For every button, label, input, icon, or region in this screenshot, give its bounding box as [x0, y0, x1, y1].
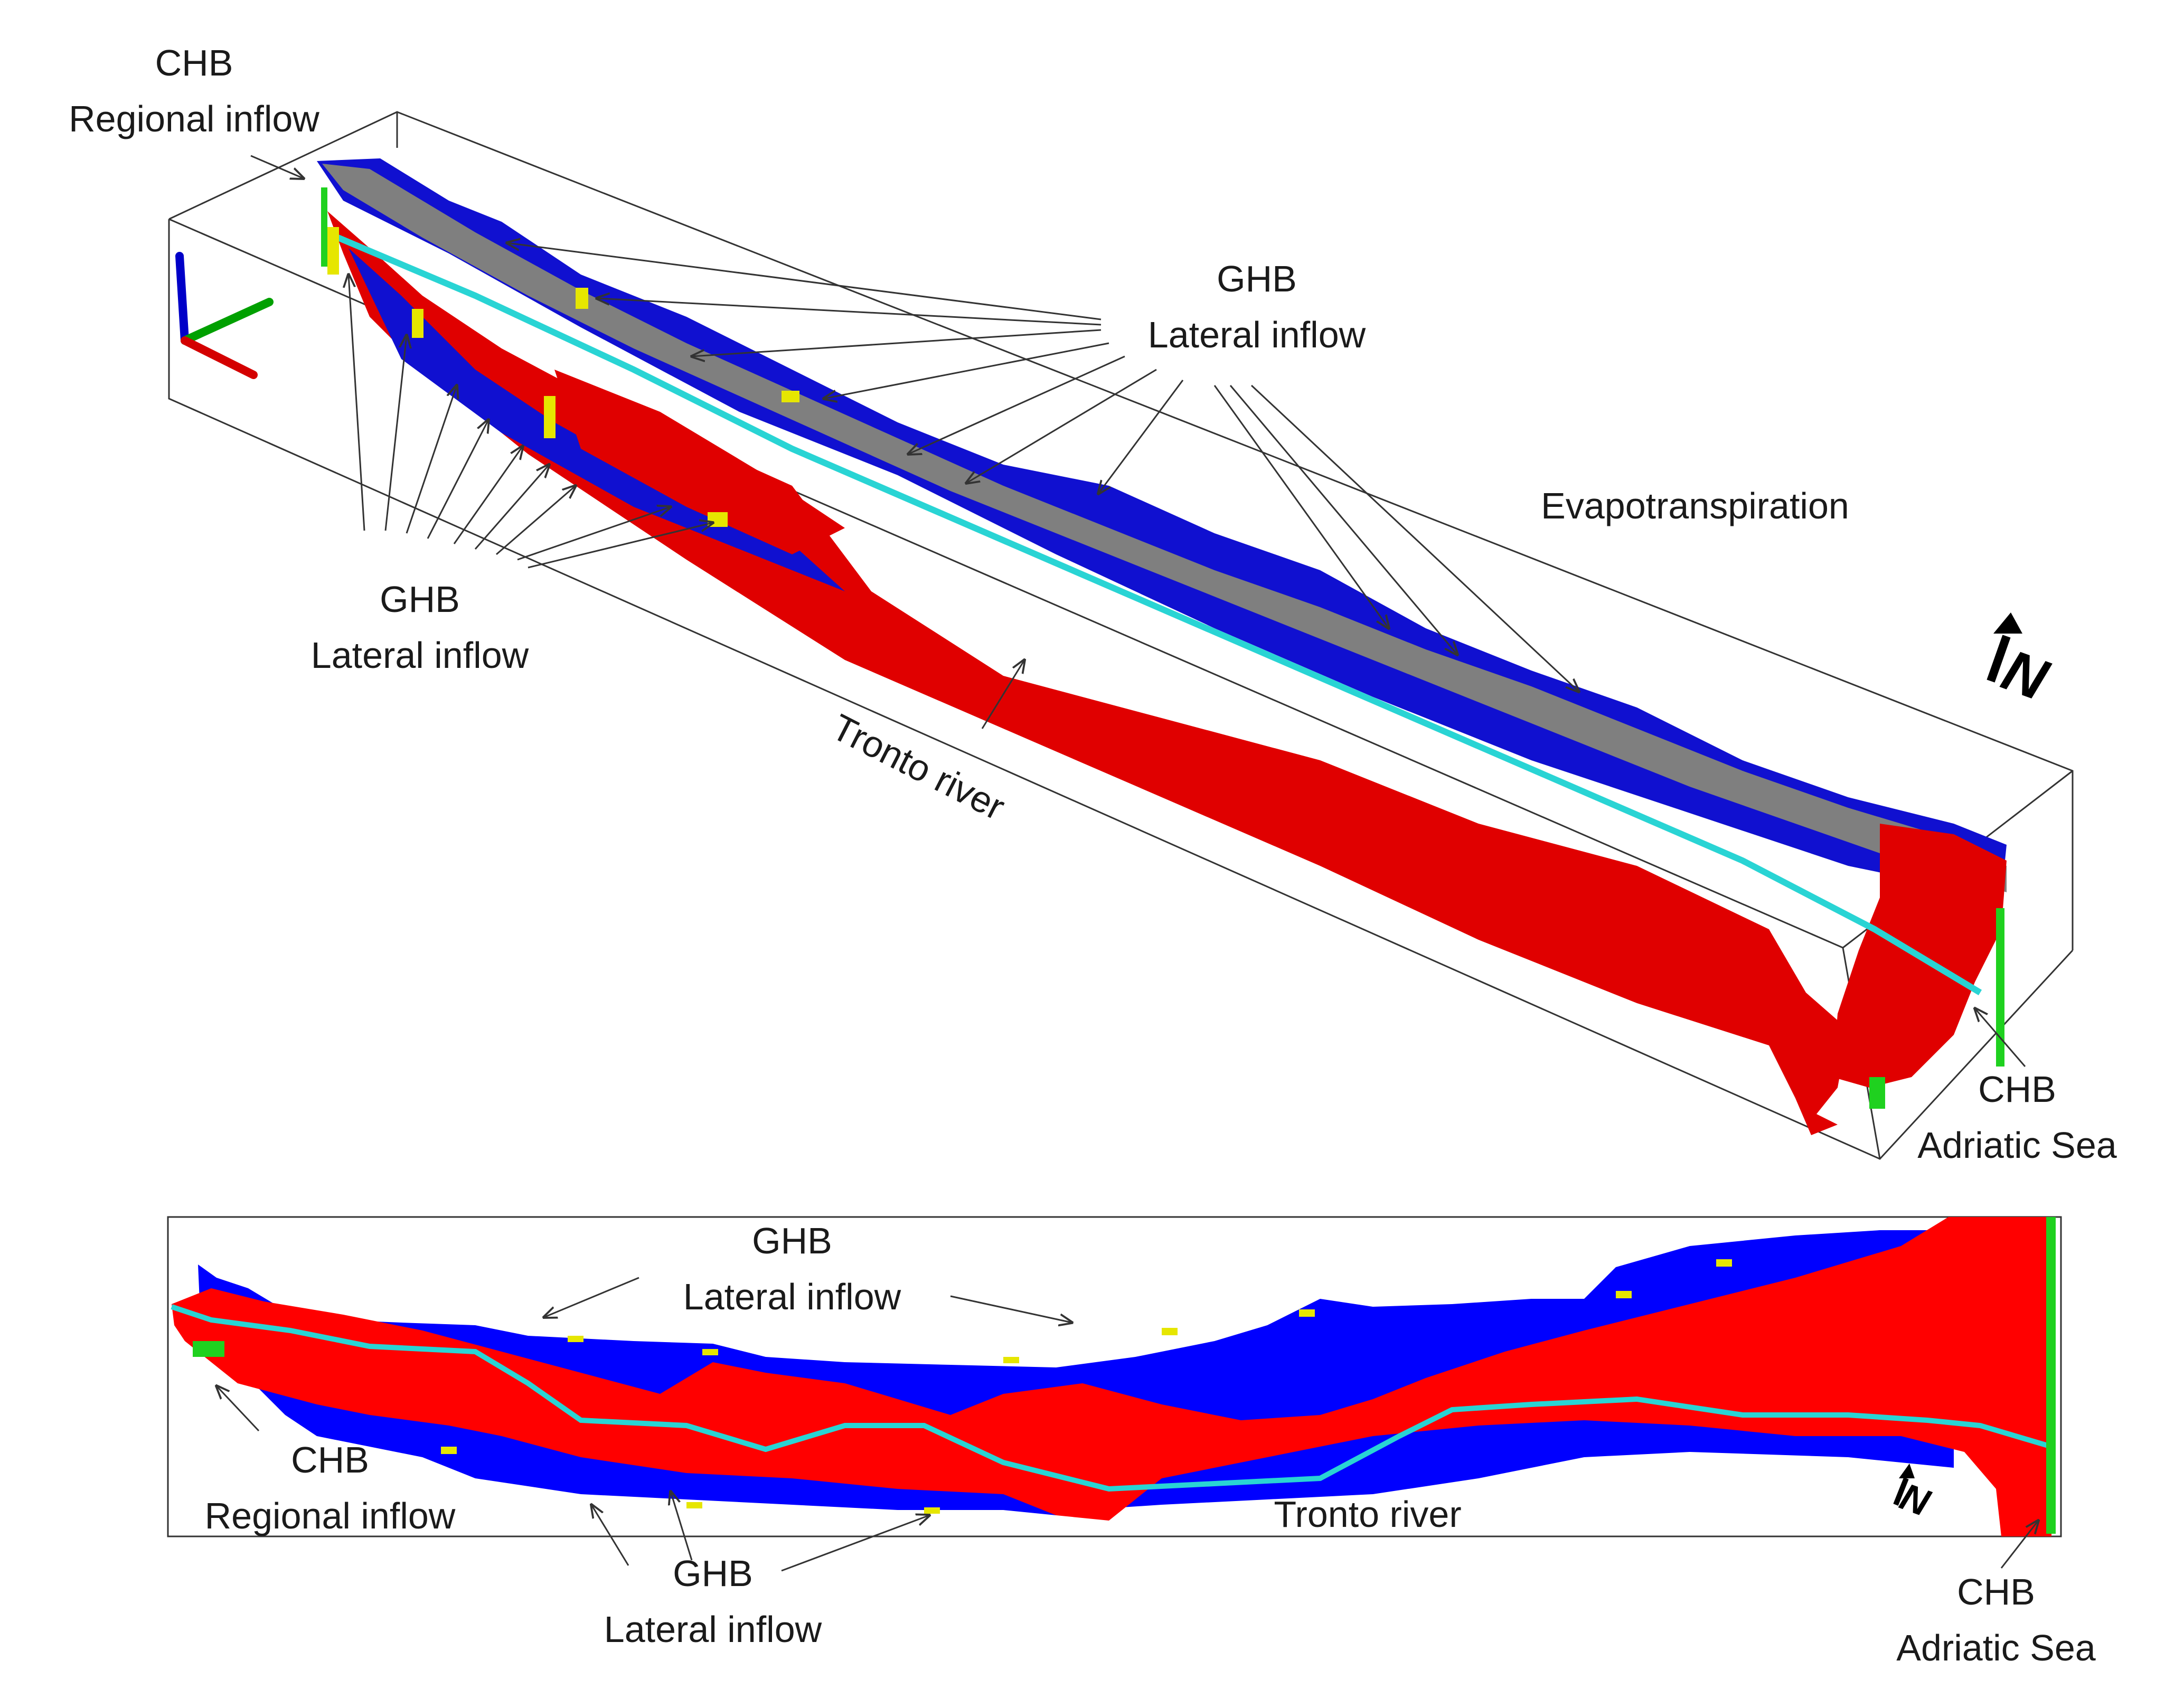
- y-axis: [181, 298, 274, 345]
- ghb-cells-3d: [327, 227, 799, 527]
- label-chb-regional-plan: CHB Regional inflow: [204, 1439, 456, 1536]
- chb-cells-plan: [193, 1217, 2056, 1534]
- label-ghb-lateral-upper-plan: GHB Lateral inflow: [683, 1220, 901, 1317]
- chb-cells-3d: [321, 187, 2004, 1109]
- evapotranspiration-top-3d: [322, 164, 2007, 892]
- model-plan-view: [167, 1216, 2062, 1572]
- red-zone-south-3d: [327, 211, 1848, 1135]
- north-arrow-3d-icon: [1987, 612, 2022, 683]
- label-tronto-river-plan: Tronto river: [1274, 1494, 1462, 1535]
- orientation-axes-icon: [175, 252, 274, 379]
- red-zone-patch-3d: [554, 370, 845, 554]
- tronto-river-plan: [171, 1304, 2053, 1492]
- label-ghb-lateral-lower-3d: GHB Lateral inflow: [310, 579, 529, 676]
- model-3d-body: [317, 158, 2007, 1135]
- north-arrow-plan-icon: [1893, 1464, 1915, 1506]
- label-ghb-lateral-upper-3d: GHB Lateral inflow: [1147, 258, 1366, 355]
- blue-zone-south-3d: [349, 248, 845, 591]
- red-zone-plan: [172, 1217, 2051, 1536]
- tronto-river-3d: [336, 234, 1982, 996]
- x-axis: [181, 336, 258, 379]
- plan-view-frame: [167, 1216, 2062, 1537]
- label-chb-regional-3d: CHB Regional inflow: [69, 42, 319, 139]
- model-3d-view: [168, 111, 2074, 1160]
- label-evapotranspiration: Evapotranspiration: [1541, 485, 1849, 526]
- ghb-cells-plan: [441, 1259, 1732, 1514]
- label-ghb-lateral-lower-plan: GHB Lateral inflow: [604, 1553, 822, 1650]
- label-chb-adriatic-plan: CHB Adriatic Sea: [1896, 1571, 2096, 1668]
- z-axis: [175, 252, 189, 345]
- label-chb-adriatic-3d: CHB Adriatic Sea: [1917, 1069, 2117, 1166]
- annotation-arrows-plan: [216, 1277, 2038, 1572]
- annotation-arrows-3d: [250, 155, 2026, 1067]
